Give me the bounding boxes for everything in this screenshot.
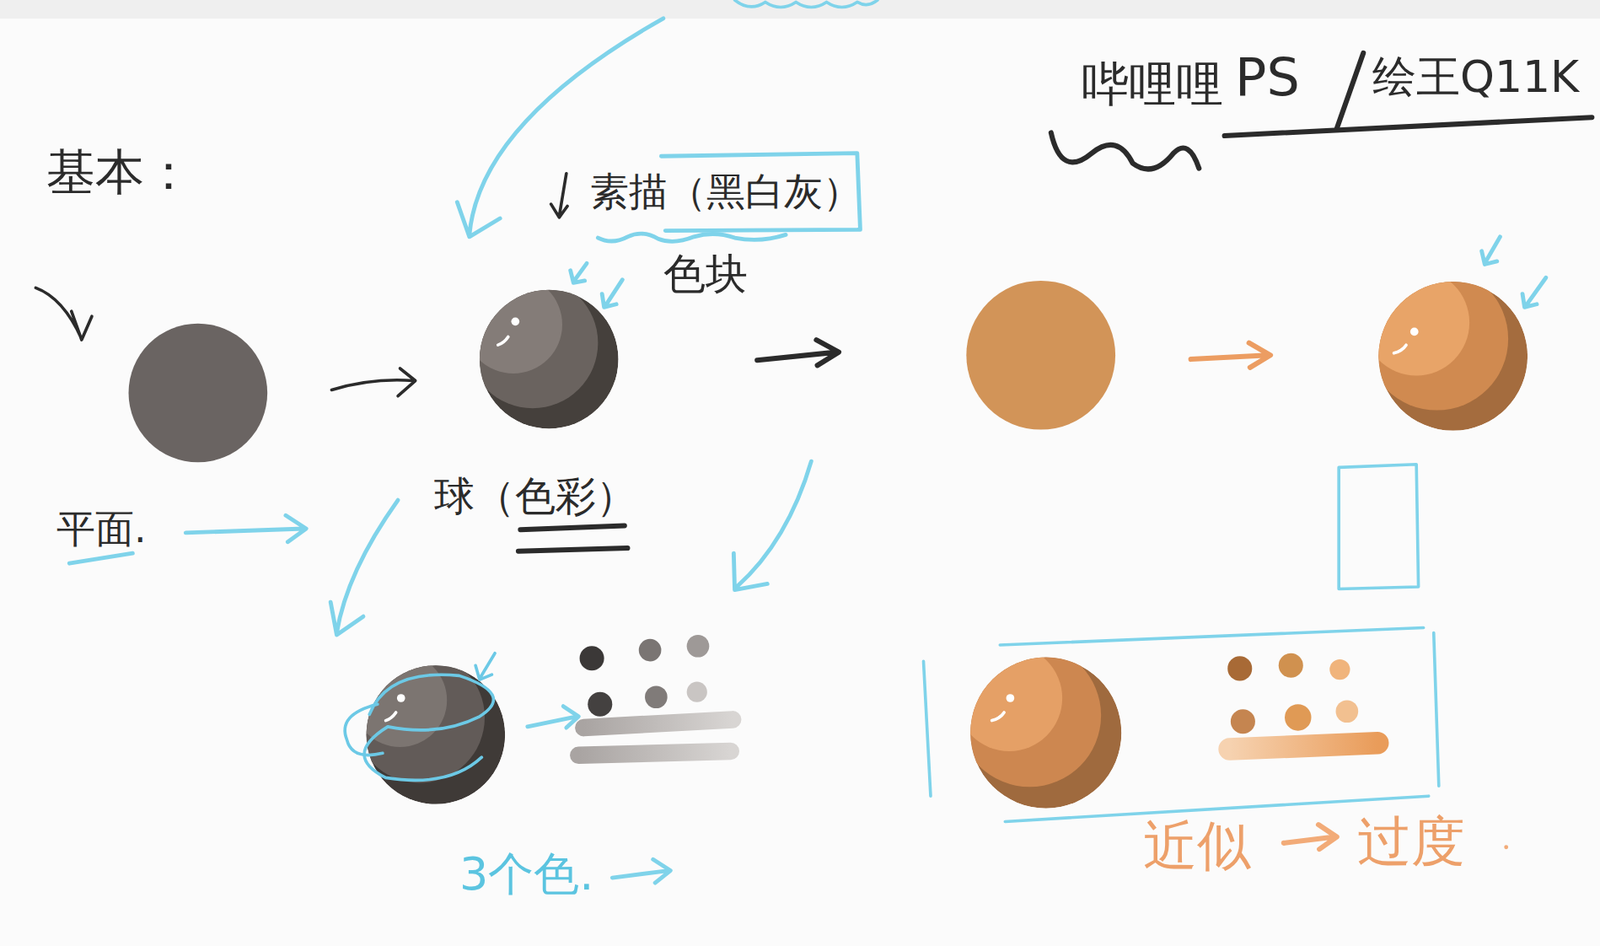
orange-sphere	[955, 644, 1063, 752]
blue-bracket	[1338, 464, 1418, 590]
orange-sphere	[1363, 269, 1470, 376]
gray-sphere	[464, 275, 563, 374]
blue-bracket	[1433, 633, 1439, 787]
highlight	[1394, 344, 1407, 354]
gray-swatch	[638, 638, 662, 662]
blue-arrow	[612, 859, 671, 883]
highlight	[510, 316, 520, 326]
highlight	[386, 712, 397, 721]
gray-swatch	[644, 685, 668, 709]
highlight	[1394, 327, 1419, 354]
orange-swatch	[1336, 699, 1359, 723]
orange-swatch	[1227, 655, 1252, 681]
underline	[1224, 117, 1593, 136]
orange-arrow	[1191, 343, 1271, 368]
handwritten-note: 色块	[663, 248, 748, 300]
flat-circle	[128, 323, 269, 463]
handwritten-note: 过度	[1357, 809, 1466, 875]
blue-bracket	[923, 660, 931, 796]
blue-arrow	[1481, 236, 1501, 265]
blue-arrow	[570, 263, 587, 283]
orange-swatch	[1278, 653, 1304, 678]
handwritten-note: 近似	[1143, 813, 1252, 879]
orange-swatch	[1230, 708, 1256, 734]
gray-swatch	[687, 681, 708, 703]
gray-swatch	[587, 692, 613, 717]
gray-stroke	[578, 719, 733, 755]
highlight	[992, 693, 1015, 720]
orange-sphere	[955, 644, 1122, 809]
orange-stroke	[1229, 742, 1379, 749]
flat-orange-circle	[966, 280, 1116, 430]
gray-swatch	[579, 634, 710, 717]
gray-swatch	[687, 634, 710, 658]
orange-arrow	[1191, 343, 1509, 849]
orange-sphere	[1363, 267, 1528, 431]
blue-markup	[344, 703, 383, 755]
handwritten-note: 球（色彩）	[434, 472, 637, 521]
orange-swatch	[1227, 653, 1359, 735]
highlight	[1410, 327, 1419, 337]
blue-arrow	[185, 515, 307, 542]
blue-squiggle	[735, 0, 878, 7]
underline	[518, 547, 629, 552]
blue-squiggle	[735, 0, 878, 7]
flat-circle	[128, 323, 269, 463]
blue-arrow	[527, 706, 580, 728]
black-arrow	[35, 287, 92, 340]
gray-stroke	[583, 719, 733, 728]
gray-stroke	[578, 751, 731, 756]
sketch-illustration	[35, 0, 1592, 883]
highlight	[386, 693, 406, 720]
black-arrow	[757, 339, 839, 366]
highlight	[992, 712, 1005, 721]
blue-bracket	[923, 464, 1439, 822]
highlight	[397, 693, 406, 703]
gray-sphere	[464, 275, 619, 430]
blue-arrow	[597, 233, 786, 242]
blue-bracket	[999, 627, 1423, 645]
blue-arrow	[69, 553, 133, 564]
blue-arrow	[733, 461, 811, 591]
highlight	[498, 316, 520, 345]
underline	[1336, 53, 1364, 129]
blue-arrow	[330, 499, 398, 635]
blue-arrow	[601, 279, 623, 308]
gray-sphere	[353, 653, 447, 747]
top-band	[0, 0, 1600, 19]
handwritten-note: 素描（黑白灰）	[590, 168, 862, 215]
orange-swatch	[1329, 659, 1350, 680]
orange-stroke	[1229, 742, 1379, 749]
flat-orange-circle	[966, 280, 1116, 430]
underline	[520, 525, 624, 530]
black-arrow	[551, 173, 568, 218]
handwritten-note: 平面.	[56, 505, 147, 553]
blue-arrow	[1522, 277, 1547, 307]
underline	[1051, 132, 1200, 169]
blue-markup	[364, 674, 494, 780]
handwritten-note: 绘王Q11K	[1372, 50, 1579, 103]
handwritten-note: PS	[1234, 46, 1300, 109]
gray-sphere	[353, 652, 505, 805]
title-text: 基本：	[46, 143, 194, 203]
handwritten-note: 3个色.	[459, 847, 595, 903]
orange-arrow	[1283, 824, 1337, 849]
black-arrow	[331, 368, 415, 397]
blue-markup	[475, 653, 495, 680]
underline	[518, 53, 1592, 552]
gray-swatch	[579, 645, 605, 671]
blue-arrow	[69, 18, 1547, 883]
blue-markup	[344, 653, 495, 781]
orange-swatch	[1284, 703, 1311, 731]
orange-arrow	[1503, 844, 1509, 849]
highlight	[1006, 693, 1015, 703]
handwritten-note: 哔哩哩	[1081, 55, 1224, 113]
highlight	[498, 336, 509, 345]
